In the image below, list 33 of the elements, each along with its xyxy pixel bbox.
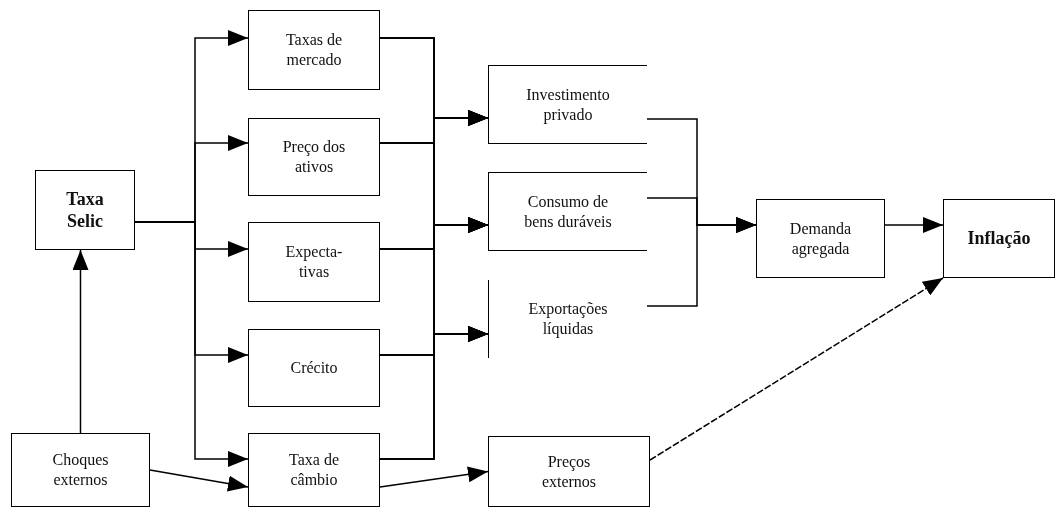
box-label: Inflação (967, 227, 1031, 250)
process-box (248, 433, 380, 507)
arrow (646, 217, 757, 307)
process-box (756, 199, 885, 278)
process-box (35, 170, 135, 250)
process-box (248, 118, 380, 196)
arrow (379, 466, 489, 488)
process-box (248, 10, 380, 90)
arrow (72, 249, 89, 434)
box-label: Preços externos (540, 451, 598, 492)
box-label: Taxas de mercado (284, 30, 344, 70)
arrow (134, 221, 249, 467)
arrow (649, 277, 944, 461)
process-box (248, 222, 380, 302)
box-label: Choques externos (51, 450, 110, 490)
box-label: Taxa Selic (65, 187, 105, 233)
box-label: Crécito (290, 358, 338, 378)
arrow (884, 217, 944, 233)
box-label: Exportações líquidas (527, 299, 609, 339)
process-box (248, 329, 380, 407)
process-box (943, 199, 1055, 278)
box-label: Consumo de bens duráveis (523, 191, 613, 232)
box-label: Preço dos ativos (281, 137, 347, 177)
arrow (379, 326, 489, 460)
box-label: Investimento privado (525, 84, 611, 125)
process-box (11, 433, 150, 507)
box-label: Taxa de câmbio (288, 450, 340, 490)
box-label: Expecta- tivas (284, 242, 344, 282)
process-box (488, 65, 647, 144)
process-box (488, 436, 650, 507)
process-box (488, 172, 647, 251)
arrow (149, 469, 249, 492)
box-label: Demanda agregada (788, 218, 853, 259)
